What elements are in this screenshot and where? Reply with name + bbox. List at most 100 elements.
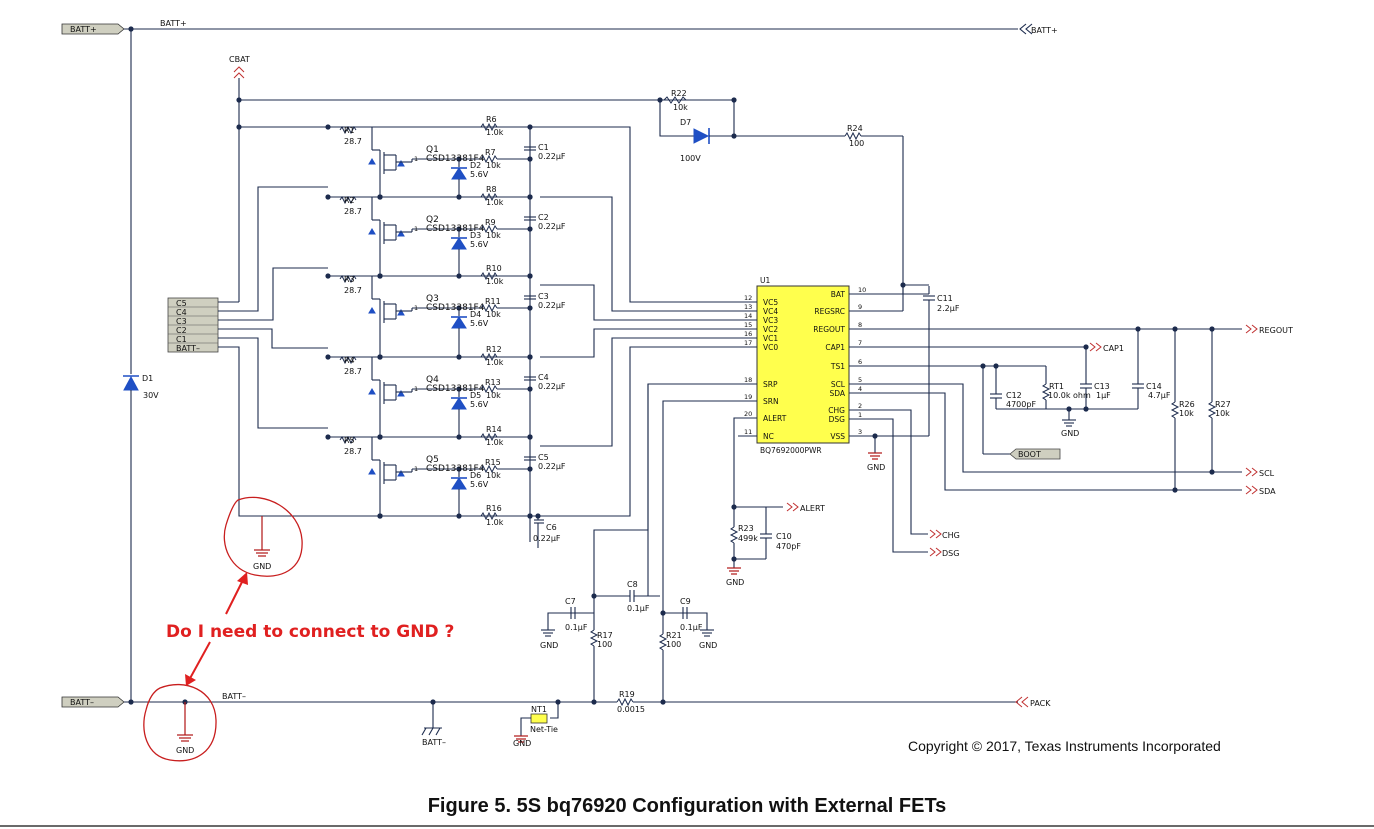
ic-left-pin-name-4: VC2 — [763, 325, 778, 334]
r21-value: 100 — [666, 640, 681, 649]
batt-plus-offpage-label: BATT+ — [1031, 26, 1058, 35]
r24-value: 100 — [849, 139, 864, 148]
ic-left-pin-name-1: VC5 — [763, 298, 778, 307]
r17-ref: R17 — [597, 631, 613, 640]
zener-value-1: 5.6V — [470, 170, 489, 179]
d1-value: 30V — [143, 391, 159, 400]
ic-left-pin-name-3: VC3 — [763, 316, 778, 325]
ic-right-pin-num-5: 6 — [858, 358, 862, 366]
dsg-label: DSG — [942, 549, 959, 558]
d1-tvs-diode: D1 30V — [123, 29, 159, 702]
annotation-question: Do I need to connect to GND ? — [166, 622, 454, 642]
gate-resistor-ref-1: R1 — [344, 126, 355, 135]
gs-resistor-value-2: 10k — [486, 231, 501, 240]
zener-value-2: 5.6V — [470, 240, 489, 249]
filter-resistor-value-5: 1.0k — [486, 438, 504, 447]
pack-label: PACK — [1030, 699, 1051, 708]
figure-caption: Figure 5. 5S bq76920 Configuration with … — [427, 795, 947, 817]
r16-ref: R16 — [486, 504, 502, 513]
gnd-label-vss: GND — [867, 463, 885, 472]
r22-value: 10k — [673, 103, 688, 112]
c7-ref: C7 — [565, 597, 576, 606]
filter-resistor-value-4: 1.0k — [486, 358, 504, 367]
fet-gate-pin-2: 1 — [414, 225, 418, 233]
r26-ref: R26 — [1179, 400, 1195, 409]
ic-part: BQ7692000PWR — [760, 446, 822, 455]
filter-cap-value-5: 0.22µF — [538, 462, 566, 471]
connector-pin-c1: C1 — [176, 335, 187, 344]
batt-plus-port-label: BATT+ — [70, 25, 97, 34]
gs-resistor-ref-2: R9 — [485, 218, 496, 227]
ic-right-pin-name-10: VSS — [830, 432, 845, 441]
fet-part-3: CSD13381F4 — [426, 303, 485, 313]
c11-value: 2.2µF — [937, 304, 960, 313]
scl-label: SCL — [1259, 469, 1275, 478]
connector-pin-c5: C5 — [176, 299, 187, 308]
ic-right-pin-name-4: CAP1 — [825, 343, 845, 352]
gate-resistor-value-5: 28.7 — [344, 447, 362, 456]
zener-value-3: 5.6V — [470, 319, 489, 328]
gnd-label-alert: GND — [726, 578, 744, 587]
ic-right-pin-name-8: CHG — [828, 406, 845, 415]
fet-ref-3: Q3 — [426, 294, 439, 304]
filter-cap-ref-2: C2 — [538, 213, 549, 222]
ic-right-pin-num-3: 8 — [858, 321, 862, 329]
d1-ref: D1 — [142, 374, 153, 383]
fet-ref-2: Q2 — [426, 215, 439, 225]
filter-resistor-ref-4: R12 — [486, 345, 502, 354]
c8-ref: C8 — [627, 580, 638, 589]
gate-resistor-value-1: 28.7 — [344, 137, 362, 146]
gate-resistor-value-3: 28.7 — [344, 286, 362, 295]
ic-left-pin-num-9: 20 — [744, 410, 752, 418]
r27-ref: R27 — [1215, 400, 1231, 409]
ic-left-pin-name-8: SRN — [763, 397, 779, 406]
regout-label: REGOUT — [1259, 326, 1293, 335]
fet-gate-pin-4: 1 — [414, 385, 418, 393]
gate-resistor-ref-3: R3 — [344, 275, 355, 284]
ic-left-pin-num-10: 11 — [744, 428, 752, 436]
c10-ref: C10 — [776, 532, 792, 541]
ic-right-pin-num-6: 5 — [858, 376, 862, 384]
r19-ref: R19 — [619, 690, 635, 699]
filter-cap-ref-4: C4 — [538, 373, 549, 382]
right-side-circuit: C11 2.2µF REGOUT CAP1 C13 1µF C14 4.7µF — [849, 282, 1293, 558]
zener-ref-2: D3 — [470, 231, 481, 240]
r21-ref: R21 — [666, 631, 682, 640]
filter-resistor-ref-2: R8 — [486, 185, 497, 194]
ic-right-pin-name-5: TS1 — [830, 362, 845, 371]
ic-left-pin-name-2: VC4 — [763, 307, 778, 316]
d7-ref: D7 — [680, 118, 691, 127]
filter-resistor-ref-5: R14 — [486, 425, 502, 434]
filter-resistor-value-2: 1.0k — [486, 198, 504, 207]
fet-gate-pin-5: 1 — [414, 465, 418, 473]
c13-ref: C13 — [1094, 382, 1110, 391]
filter-resistor-value-1: 1.0k — [486, 128, 504, 137]
fet-part-4: CSD13381F4 — [426, 384, 485, 394]
c9-ref: C9 — [680, 597, 691, 606]
boot-label: BOOT — [1018, 450, 1041, 459]
ic-right-pin-name-3: REGOUT — [813, 325, 845, 334]
r27-value: 10k — [1215, 409, 1230, 418]
gs-resistor-ref-1: R7 — [485, 148, 496, 157]
zener-value-4: 5.6V — [470, 400, 489, 409]
batt-minus-chassis-label: BATT– — [422, 738, 446, 747]
fet-gate-pin-1: 1 — [414, 155, 418, 163]
ic-left-pin-num-1: 12 — [744, 294, 752, 302]
filter-cap-value-1: 0.22µF — [538, 152, 566, 161]
connector-pin-c2: C2 — [176, 326, 187, 335]
alert-label: ALERT — [800, 504, 825, 513]
r23-ref: R23 — [738, 524, 754, 533]
current-sense-circuit: ALERT R23 499k C10 470pF GND C7 0.1µF GN… — [421, 383, 1051, 748]
ic-ref: U1 — [760, 276, 770, 285]
batt-minus-net-label: BATT– — [222, 692, 246, 701]
zener-ref-4: D5 — [470, 391, 481, 400]
ic-left-pin-num-6: 17 — [744, 339, 752, 347]
cell-block-5: R528.7Q5CSD13381F41R1510kD65.6VR141.0kC5… — [325, 425, 566, 519]
connector-pin-c3: C3 — [176, 317, 187, 326]
ic-right-pin-name-2: REGSRC — [814, 307, 845, 316]
ic-right-pin-name-7: SDA — [829, 389, 845, 398]
c8-value: 0.1µF — [627, 604, 650, 613]
filter-cap-value-4: 0.22µF — [538, 382, 566, 391]
gs-resistor-value-1: 10k — [486, 161, 501, 170]
